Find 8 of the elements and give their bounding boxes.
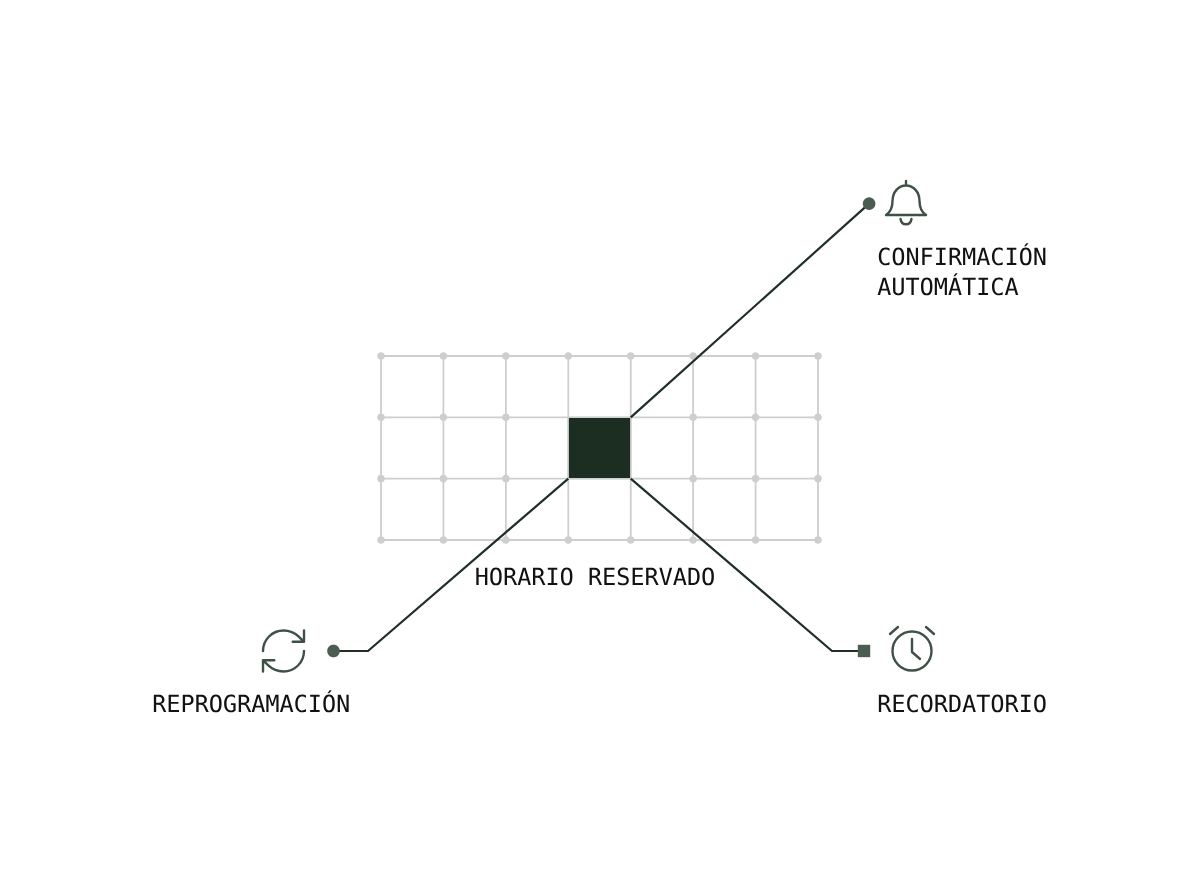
highlighted-cell [567, 416, 632, 480]
refresh-icon [261, 629, 306, 673]
feature-label: CONFIRMACIÓN AUTOMÁTICA [877, 243, 1046, 296]
feature-label: RECORDATORIO [878, 694, 1046, 713]
slot-label: HORARIO RESERVADO [476, 567, 714, 586]
alarm-clock-icon [888, 625, 936, 672]
feature-label: REPROGRAMACIÓN [153, 690, 349, 713]
bell-icon [884, 179, 928, 226]
